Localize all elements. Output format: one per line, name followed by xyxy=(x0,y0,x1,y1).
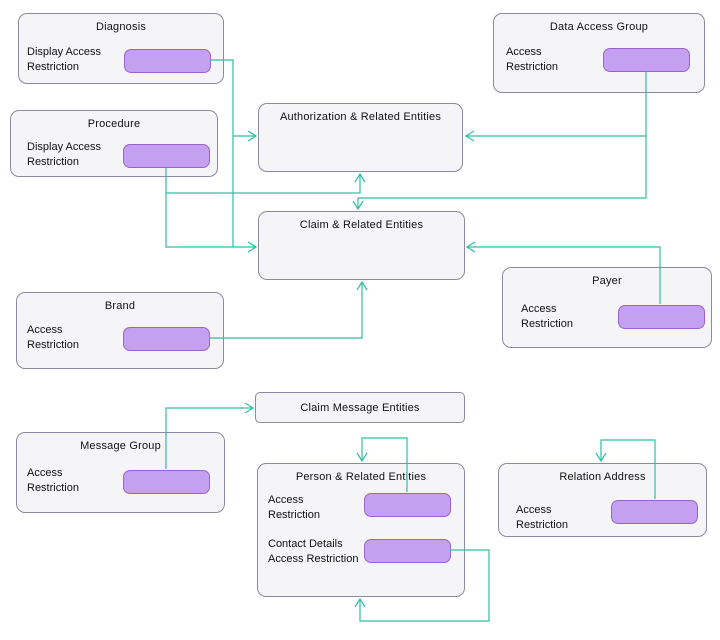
field-label: Access Restriction xyxy=(506,46,558,73)
node-payer[interactable]: Payer Access Restriction xyxy=(502,267,712,348)
field-label: Access Restriction xyxy=(268,494,320,521)
node-diagnosis[interactable]: Diagnosis Display Access Restriction xyxy=(18,13,224,84)
field-label: Display Access Restriction xyxy=(27,46,101,73)
node-claim-message-entities[interactable]: Claim Message Entities xyxy=(255,392,465,423)
node-title: Diagnosis xyxy=(95,21,147,33)
access-restriction-pill[interactable] xyxy=(603,48,690,72)
edge-procedure-to-claim xyxy=(165,193,256,247)
node-message-group[interactable]: Message Group Access Restriction xyxy=(16,432,225,513)
access-restriction-pill[interactable] xyxy=(123,327,210,351)
contact-details-access-restriction-pill[interactable] xyxy=(364,539,451,563)
node-title: Payer xyxy=(592,275,622,287)
field-label: Contact Details Access Restriction xyxy=(268,538,359,565)
node-title: Claim & Related Entities xyxy=(299,219,424,231)
access-restriction-pill[interactable] xyxy=(364,493,451,517)
access-restriction-pill[interactable] xyxy=(123,470,210,494)
access-restriction-pill[interactable] xyxy=(618,305,705,329)
node-title: Relation Address xyxy=(559,471,646,483)
field-label: Access Restriction xyxy=(521,303,573,330)
access-restriction-pill[interactable] xyxy=(611,500,698,524)
node-title: Data Access Group xyxy=(549,21,649,33)
node-brand[interactable]: Brand Access Restriction xyxy=(16,292,224,369)
node-relation-address[interactable]: Relation Address Access Restriction xyxy=(498,463,707,537)
node-title: Message Group xyxy=(80,440,161,452)
node-title: Person & Related Entities xyxy=(295,471,427,483)
node-title: Authorization & Related Entities xyxy=(279,111,442,123)
edge-brand-to-claim xyxy=(209,282,362,339)
node-claim[interactable]: Claim & Related Entities xyxy=(258,211,465,280)
field-label: Access Restriction xyxy=(27,467,79,494)
node-person[interactable]: Person & Related Entities Access Restric… xyxy=(257,463,465,597)
field-label: Access Restriction xyxy=(516,504,568,531)
node-title: Procedure xyxy=(87,118,141,130)
node-data-access-group[interactable]: Data Access Group Access Restriction xyxy=(493,13,705,93)
field-label: Access Restriction xyxy=(27,324,79,351)
access-restriction-pill[interactable] xyxy=(124,49,211,73)
display-access-restriction-pill[interactable] xyxy=(123,144,210,168)
field-label: Display Access Restriction xyxy=(27,141,101,168)
node-title: Claim Message Entities xyxy=(300,401,420,414)
node-procedure[interactable]: Procedure Display Access Restriction xyxy=(10,110,218,177)
node-authorization[interactable]: Authorization & Related Entities xyxy=(258,103,463,172)
node-title: Brand xyxy=(104,300,136,312)
